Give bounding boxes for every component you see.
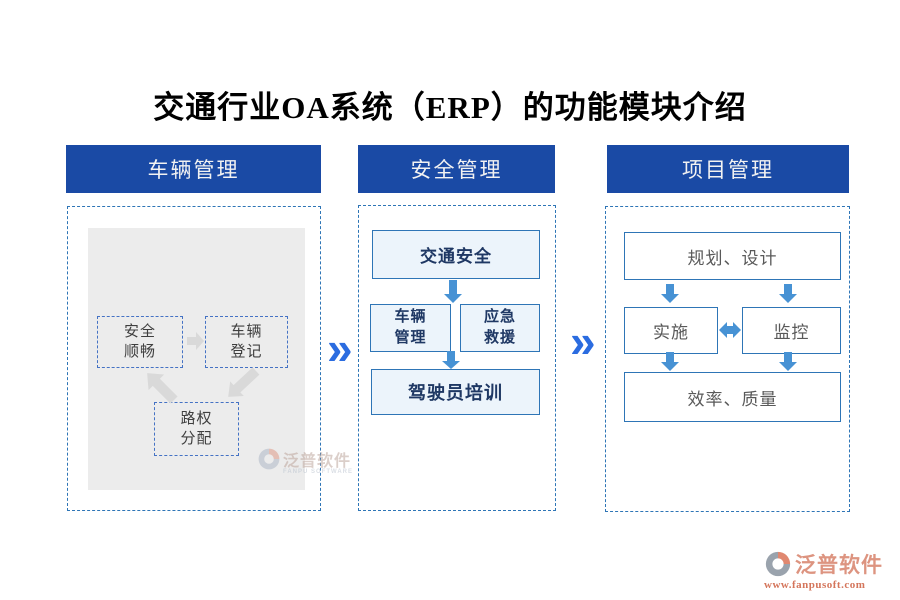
box-emergency-rescue: 应急 救援 (460, 304, 540, 352)
node-road-right-line2: 分配 (180, 431, 213, 447)
footer-logo: 泛普软件 www.fanpusoft.com (764, 549, 900, 591)
fanpu-watermark-icon (258, 448, 280, 470)
node-vehicle-register: 车辆 登记 (205, 316, 288, 368)
watermark-sub-text: FANPU SOFTWARE (283, 469, 354, 475)
vehicle-panel (67, 206, 321, 511)
footer-brand-text: 泛普软件 (795, 553, 883, 577)
column-header-project: 项目管理 (607, 145, 849, 193)
box-planning-design: 规划、设计 (624, 232, 841, 280)
box-emergency-rescue-line2: 救援 (483, 330, 516, 346)
box-vehicle-management-line2: 管理 (394, 330, 427, 346)
box-vehicle-management-line1: 车辆 (394, 309, 427, 325)
column-header-vehicle: 车辆管理 (66, 145, 321, 193)
node-vehicle-register-line1: 车辆 (230, 323, 263, 340)
node-safe-smooth-line2: 顺畅 (123, 344, 156, 360)
column-header-safety: 安全管理 (358, 145, 555, 193)
node-vehicle-register-line2: 登记 (230, 344, 263, 360)
vehicle-cycle-background (88, 228, 305, 490)
box-monitoring: 监控 (742, 307, 841, 354)
fanpu-logo-icon (765, 551, 791, 577)
chevron-separator-1: » (327, 322, 353, 374)
footer-url-text: www.fanpusoft.com (764, 579, 866, 591)
node-road-right-allocation: 路权 分配 (154, 402, 239, 456)
safety-panel (358, 205, 556, 511)
box-driver-training: 驾驶员培训 (371, 369, 540, 415)
node-road-right-line1: 路权 (180, 410, 213, 427)
watermark-fanpu: 泛普软件 FANPU SOFTWARE (257, 447, 353, 475)
page-title: 交通行业OA系统（ERP）的功能模块介绍 (153, 90, 747, 125)
box-implementation: 实施 (624, 307, 718, 354)
box-efficiency-quality: 效率、质量 (624, 372, 841, 422)
box-traffic-safety: 交通安全 (372, 230, 540, 279)
box-vehicle-management: 车辆 管理 (370, 304, 451, 352)
project-panel (605, 206, 850, 512)
node-safe-smooth-line1: 安全 (123, 323, 156, 340)
node-safe-smooth: 安全 顺畅 (97, 316, 183, 368)
chevron-separator-2: » (570, 315, 596, 367)
box-emergency-rescue-line1: 应急 (483, 309, 516, 325)
watermark-brand-text: 泛普软件 (283, 453, 352, 470)
